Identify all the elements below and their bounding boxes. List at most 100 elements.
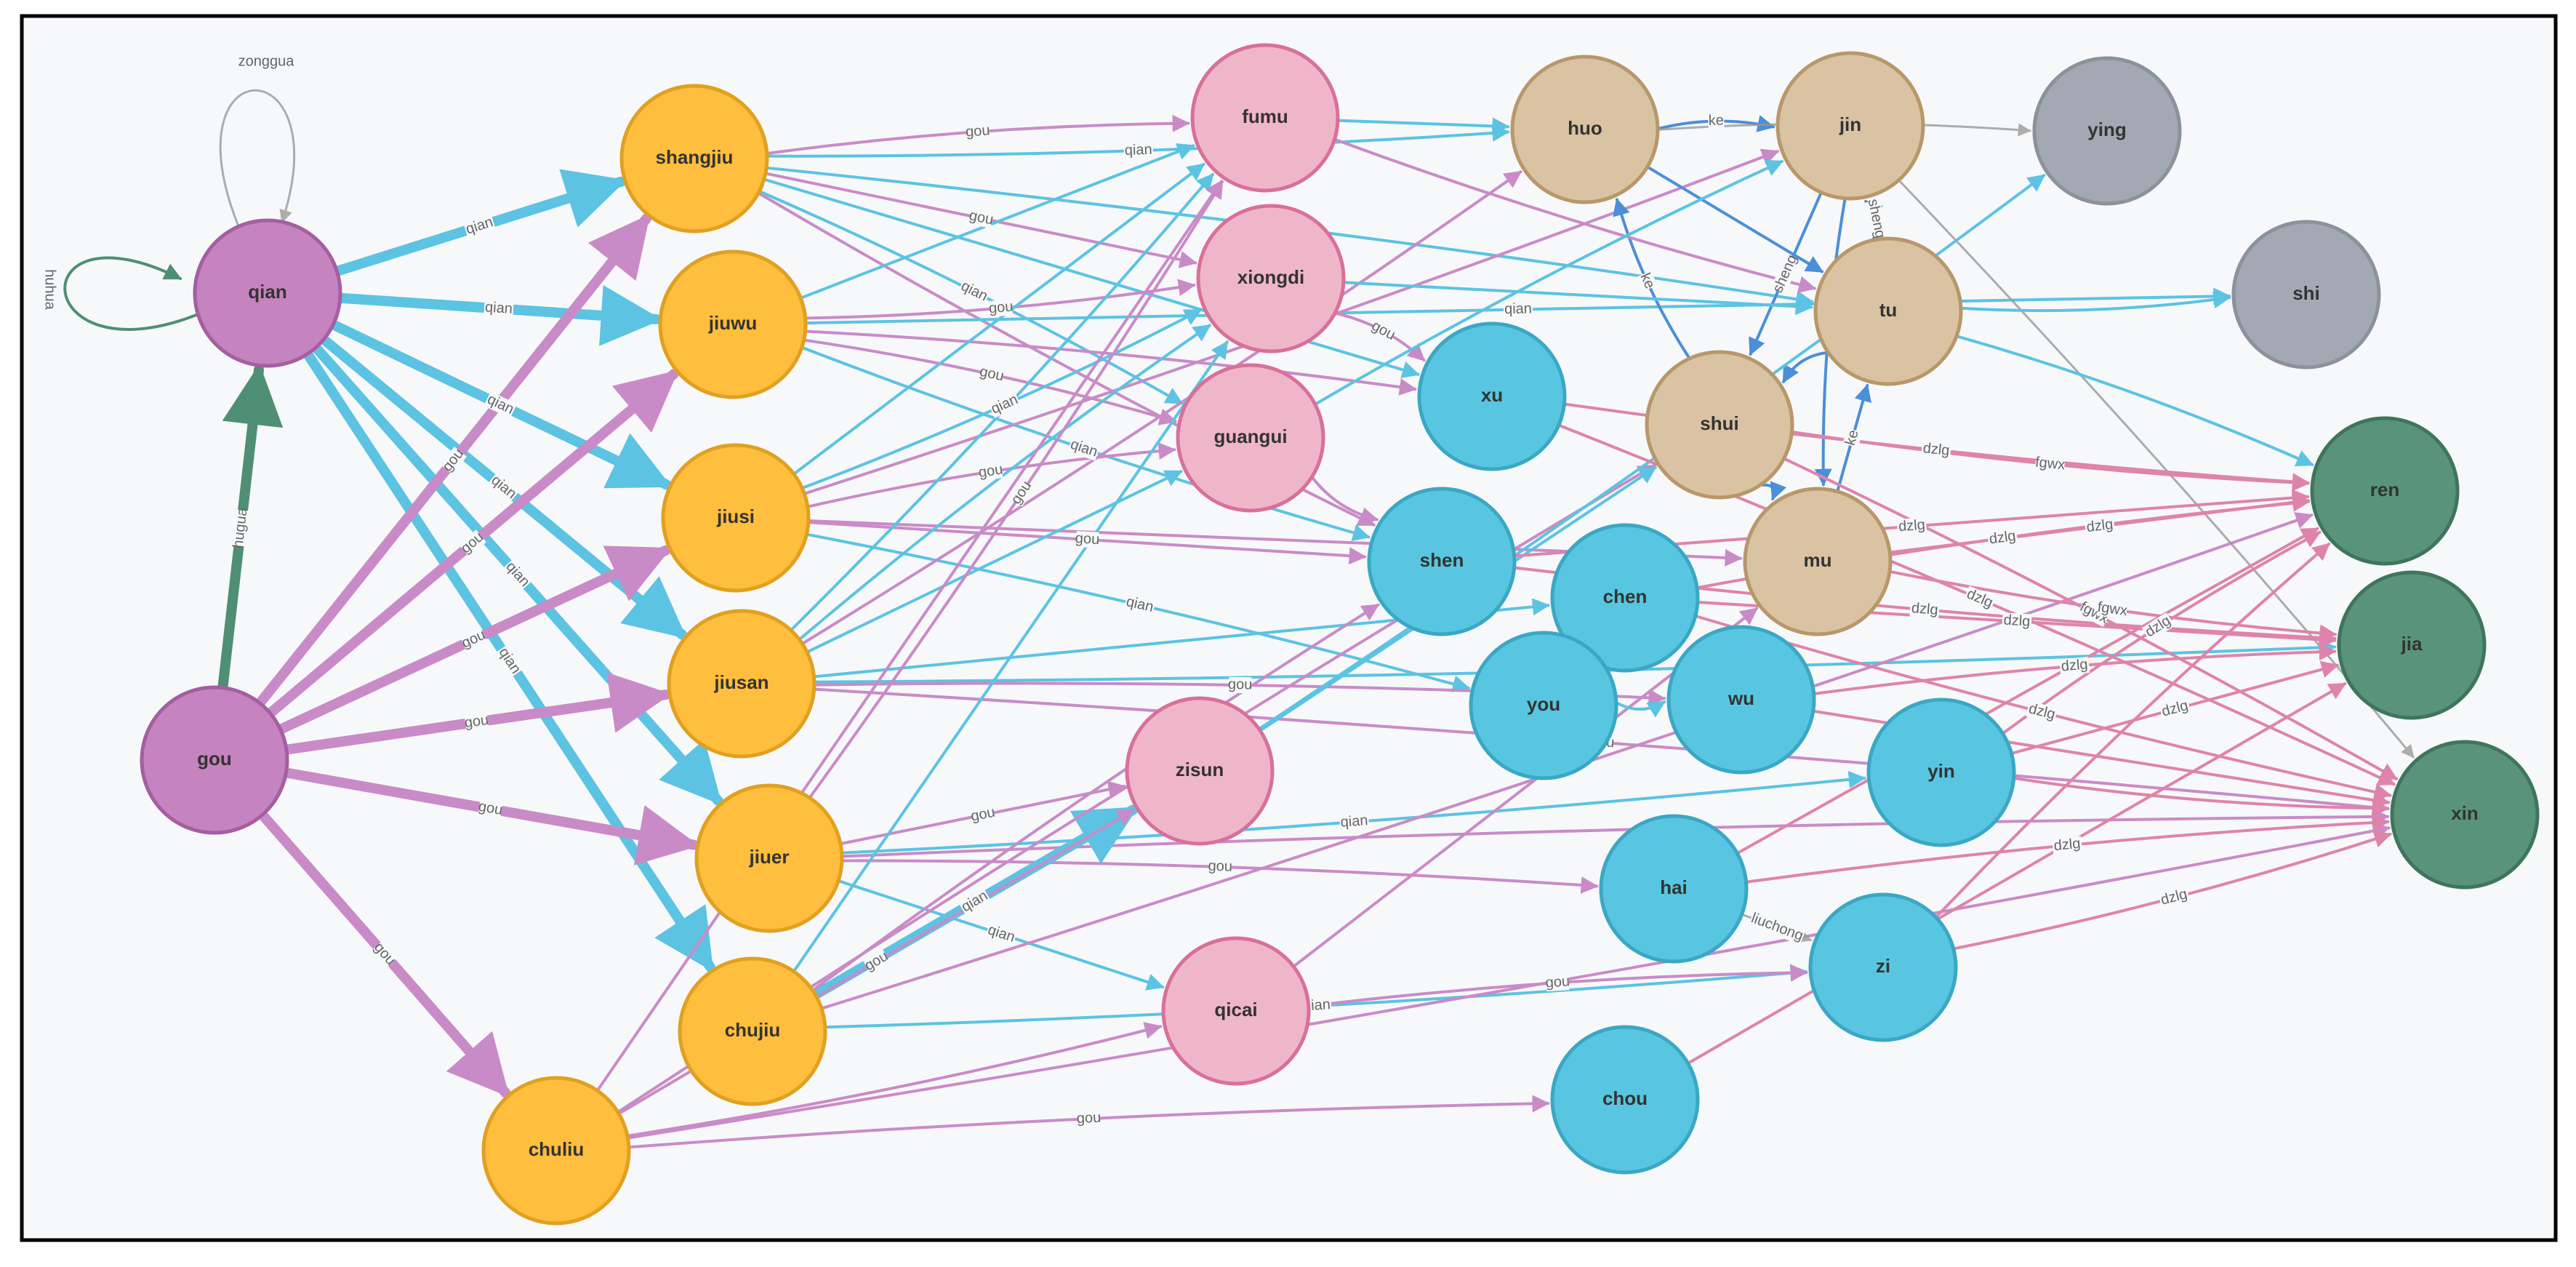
node-circle[interactable] bbox=[658, 249, 808, 399]
edge-label-background bbox=[1864, 199, 1887, 238]
node-mu[interactable]: mu bbox=[1743, 487, 1893, 636]
node-chuliu[interactable]: chuliu bbox=[481, 1076, 631, 1226]
edge-tu-shi bbox=[1960, 291, 2231, 313]
node-label: shangjiu bbox=[656, 146, 734, 168]
node-shi[interactable]: shi bbox=[2231, 220, 2381, 369]
node-circle[interactable] bbox=[1367, 487, 1517, 636]
node-shen[interactable]: shen bbox=[1367, 487, 1517, 636]
node-zi[interactable]: zi bbox=[1808, 892, 1958, 1042]
node-circle[interactable] bbox=[1176, 363, 1325, 513]
node-jiuer[interactable]: jiuer bbox=[694, 783, 844, 933]
edge-label-background bbox=[483, 391, 517, 419]
node-circle[interactable] bbox=[619, 84, 769, 233]
edge-label-background bbox=[958, 887, 992, 916]
node-circle[interactable] bbox=[667, 609, 816, 759]
node-circle[interactable] bbox=[1813, 236, 1963, 386]
node-circle[interactable] bbox=[1599, 814, 1749, 964]
node-shui[interactable]: shui bbox=[1645, 350, 1794, 500]
edge-label-background bbox=[1770, 254, 1800, 294]
node-circle[interactable] bbox=[1808, 892, 1958, 1042]
node-ren[interactable]: ren bbox=[2310, 416, 2460, 566]
node-label: wu bbox=[1728, 687, 1754, 709]
node-tu[interactable]: tu bbox=[1813, 236, 1963, 386]
node-circle[interactable] bbox=[1417, 321, 1567, 471]
node-guangui[interactable]: guangui bbox=[1176, 363, 1325, 513]
node-circle[interactable] bbox=[1550, 523, 1700, 673]
node-zisun[interactable]: zisun bbox=[1125, 696, 1275, 846]
node-circle[interactable] bbox=[2032, 56, 2182, 206]
node-shangjiu[interactable]: shangjiu bbox=[619, 84, 769, 233]
edge-chuliu-fumu bbox=[596, 180, 1223, 1091]
node-circle[interactable] bbox=[1510, 55, 1660, 204]
node-you[interactable]: you bbox=[1469, 631, 1618, 780]
edge-label-background bbox=[1636, 270, 1658, 292]
node-jiusan[interactable]: jiusan bbox=[667, 609, 816, 759]
node-ying[interactable]: ying bbox=[2032, 56, 2182, 206]
edge-label-background bbox=[989, 299, 1014, 317]
node-circle[interactable] bbox=[1666, 625, 1816, 775]
edge-label: qian bbox=[484, 299, 513, 316]
edge-label: dzlg bbox=[1922, 440, 1951, 459]
node-jia[interactable]: jia bbox=[2337, 570, 2487, 720]
node-circle[interactable] bbox=[1866, 698, 2016, 847]
edge-label: huhua bbox=[42, 269, 58, 310]
node-fumu[interactable]: fumu bbox=[1190, 43, 1340, 193]
node-xin[interactable]: xin bbox=[2390, 740, 2540, 890]
node-circle[interactable] bbox=[1125, 696, 1275, 846]
node-circle[interactable] bbox=[694, 783, 844, 933]
node-gou[interactable]: gou bbox=[140, 685, 289, 835]
edge-label-background bbox=[1503, 301, 1533, 318]
node-circle[interactable] bbox=[1161, 936, 1311, 1086]
node-circle[interactable] bbox=[2310, 416, 2460, 566]
edge-label-background bbox=[1369, 319, 1397, 344]
node-circle[interactable] bbox=[1469, 631, 1618, 780]
edge-fumu-tu bbox=[1334, 138, 1817, 293]
node-label: huo bbox=[1568, 117, 1602, 139]
edge-label-background bbox=[1921, 440, 1952, 460]
node-circle[interactable] bbox=[140, 685, 289, 835]
node-circle[interactable] bbox=[1775, 51, 1925, 201]
edge-label-background bbox=[483, 300, 514, 318]
node-circle[interactable] bbox=[2231, 220, 2381, 369]
node-circle[interactable] bbox=[2337, 570, 2487, 720]
node-hai[interactable]: hai bbox=[1599, 814, 1749, 964]
edge-hai-ren bbox=[1737, 527, 2319, 855]
node-xiongdi[interactable]: xiongdi bbox=[1196, 204, 1346, 353]
node-circle[interactable] bbox=[193, 218, 342, 368]
node-circle[interactable] bbox=[2390, 740, 2540, 890]
edge-tu-ren bbox=[1956, 335, 2314, 467]
node-circle[interactable] bbox=[678, 956, 827, 1106]
edge-label: dzlg bbox=[2003, 612, 2031, 630]
edge-label-background bbox=[2141, 612, 2175, 642]
node-chujiu[interactable]: chujiu bbox=[678, 956, 827, 1106]
node-qian[interactable]: qian bbox=[193, 218, 342, 368]
node-yin[interactable]: yin bbox=[1866, 698, 2016, 847]
node-label: chen bbox=[1603, 585, 1648, 607]
edge-label-background bbox=[984, 922, 1018, 947]
node-circle[interactable] bbox=[1645, 350, 1794, 500]
node-qicai[interactable]: qicai bbox=[1161, 936, 1311, 1086]
edge-label-background bbox=[502, 558, 534, 591]
edge-label-background bbox=[966, 123, 990, 141]
node-xu[interactable]: xu bbox=[1417, 321, 1567, 471]
node-chen[interactable]: chen bbox=[1550, 523, 1700, 673]
node-circle[interactable] bbox=[661, 443, 811, 593]
edge-label: dzlg bbox=[2053, 836, 2082, 854]
node-circle[interactable] bbox=[1550, 1025, 1700, 1175]
edge-shui-mu bbox=[1761, 481, 1787, 501]
node-circle[interactable] bbox=[1743, 487, 1893, 636]
node-jiusi[interactable]: jiusi bbox=[661, 443, 811, 593]
node-wu[interactable]: wu bbox=[1666, 625, 1816, 775]
edge-label-background bbox=[41, 271, 57, 308]
node-circle[interactable] bbox=[1196, 204, 1346, 353]
node-jiuwu[interactable]: jiuwu bbox=[658, 249, 808, 399]
edge-label: gou bbox=[977, 461, 1003, 481]
node-circle[interactable] bbox=[481, 1076, 631, 1226]
edge-chuliu-qicai bbox=[627, 1022, 1163, 1138]
edge-label: gou bbox=[965, 122, 990, 140]
node-circle[interactable] bbox=[1190, 43, 1340, 193]
node-huo[interactable]: huo bbox=[1510, 55, 1660, 204]
node-chou[interactable]: chou bbox=[1550, 1025, 1700, 1175]
node-jin[interactable]: jin bbox=[1775, 51, 1925, 201]
